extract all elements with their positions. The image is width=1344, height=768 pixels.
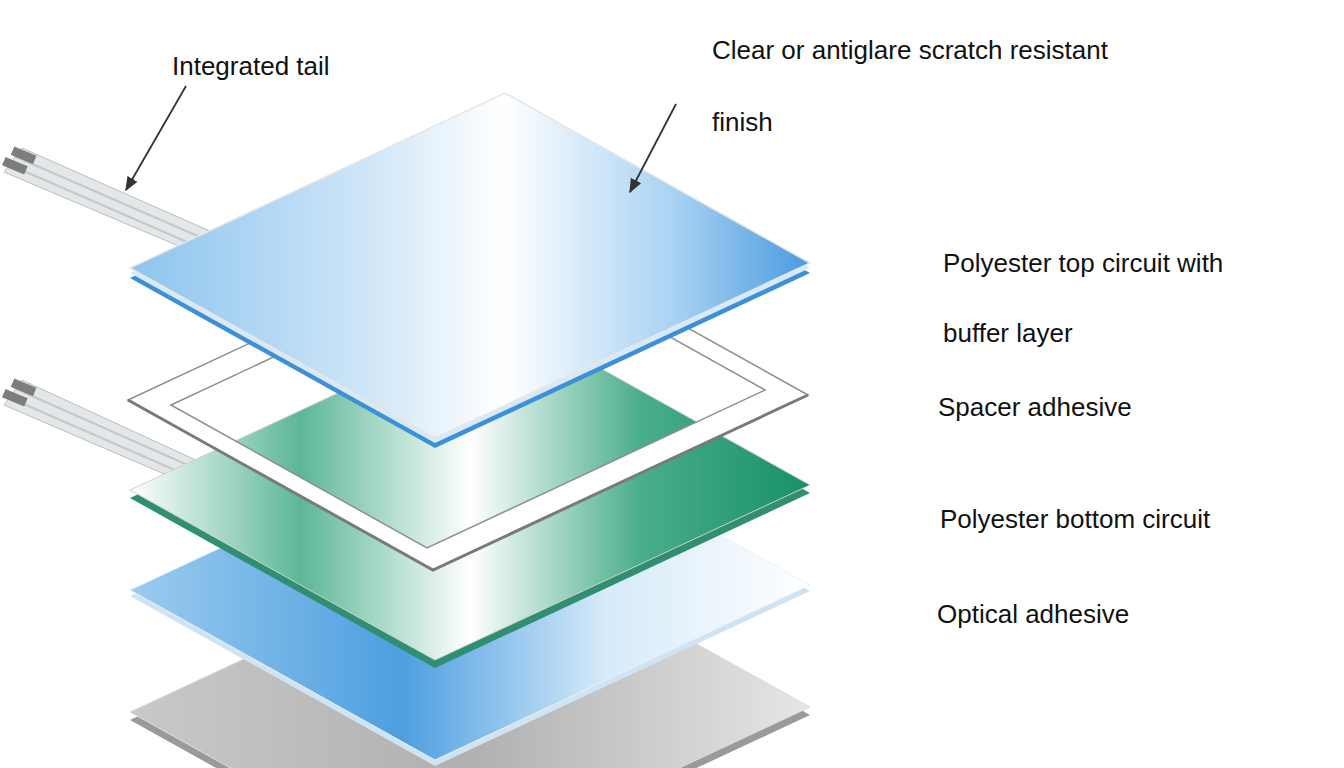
- layer-label: Clear or antiglare scratch resistant fin…: [712, 14, 1112, 158]
- layer-label: Spacer adhesive: [938, 389, 1268, 425]
- leader-arrow: [126, 86, 186, 190]
- leader-arrow: [630, 104, 676, 192]
- top-glass-layer: [130, 93, 810, 448]
- layer-label: Polyester bottom circuit: [940, 501, 1320, 537]
- tail-label: Integrated tail: [172, 48, 432, 84]
- top-tail: [2, 145, 212, 250]
- layer-label: Optical adhesive: [937, 596, 1267, 632]
- layer-label: Polyester top circuit with buffer layer: [943, 228, 1243, 368]
